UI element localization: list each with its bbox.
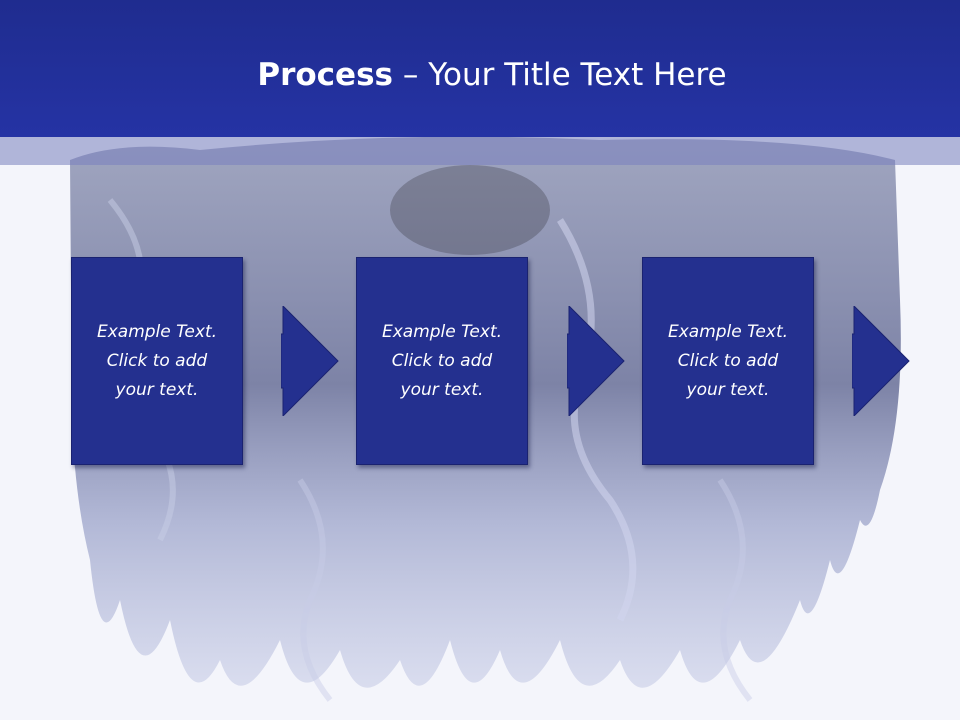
process-step-3-box[interactable]: Example Text. Click to add your text. — [642, 257, 814, 465]
process-arrow-1 — [281, 306, 339, 416]
title-bar-band — [0, 137, 960, 165]
process-step-1-box[interactable]: Example Text. Click to add your text. — [71, 257, 243, 465]
step-text-line: your text. — [115, 379, 199, 400]
process-step-2-box[interactable]: Example Text. Click to add your text. — [356, 257, 528, 465]
step-text-line: Example Text. — [667, 321, 789, 342]
process-arrow-2 — [567, 306, 625, 416]
title-bold-text: Process — [257, 57, 393, 93]
step-text-line: your text. — [686, 379, 770, 400]
title-bar — [0, 0, 960, 137]
step-text-line: your text. — [400, 379, 484, 400]
step-text-line: Click to add — [391, 350, 493, 371]
process-arrow-3 — [852, 306, 910, 416]
step-text-line: Click to add — [677, 350, 779, 371]
title-rest-text: – Your Title Text Here — [393, 57, 727, 93]
step-text-line: Example Text. — [381, 321, 503, 342]
process-step-3-text[interactable]: Example Text. Click to add your text. — [653, 318, 803, 405]
process-step-2-text[interactable]: Example Text. Click to add your text. — [367, 318, 517, 405]
step-text-line: Click to add — [106, 350, 208, 371]
slide-title[interactable]: Process – Your Title Text Here — [0, 52, 960, 98]
step-text-line: Example Text. — [96, 321, 218, 342]
process-step-1-text[interactable]: Example Text. Click to add your text. — [82, 318, 232, 405]
